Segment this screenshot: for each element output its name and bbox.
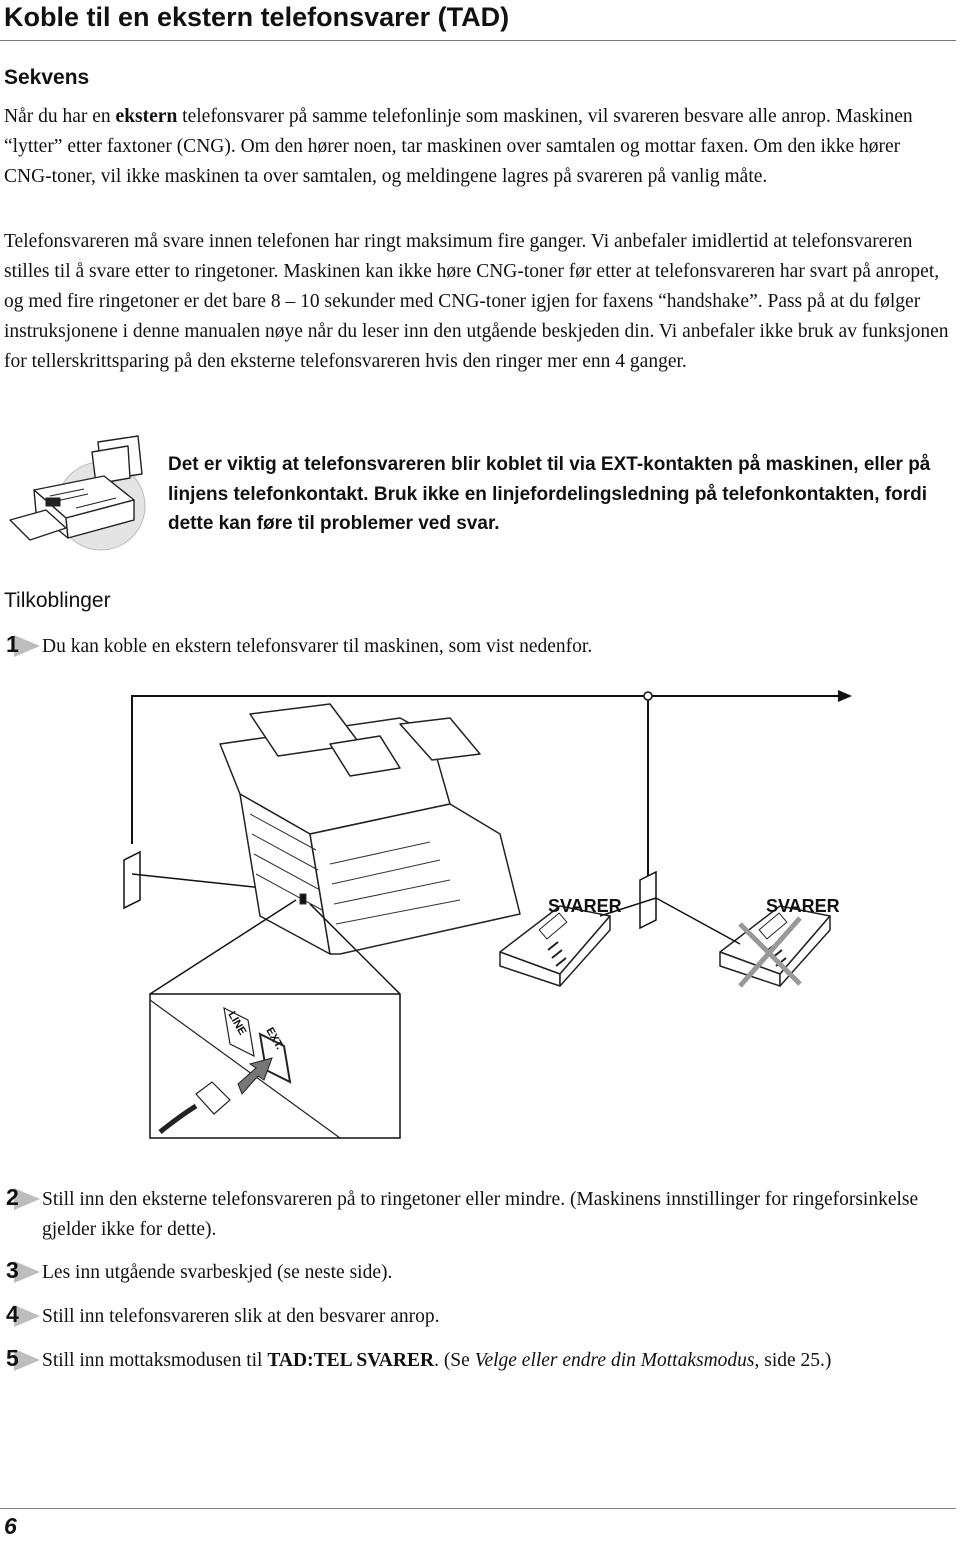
step-arrow-icon <box>14 1261 40 1283</box>
step-number: 3 <box>6 1257 19 1283</box>
svarer-label: SVARER <box>548 896 622 916</box>
svarer-crossed-label: SVARER <box>766 896 840 916</box>
step-arrow-icon <box>14 635 40 657</box>
step-text: Still inn den eksterne telefonsvareren p… <box>42 1189 919 1240</box>
step-number: 4 <box>6 1301 19 1327</box>
step-text-part: , side 25.) <box>754 1350 832 1371</box>
step-arrow-icon <box>14 1188 40 1210</box>
step-text: Still inn telefonsvareren slik at den be… <box>42 1306 440 1327</box>
step-text-part: . (Se <box>434 1350 475 1371</box>
title-divider <box>0 40 956 41</box>
page-number: 6 <box>4 1513 17 1539</box>
step-arrow-icon <box>14 1349 40 1371</box>
mode-name: TAD:TEL SVARER <box>267 1350 435 1371</box>
step-text: Les inn utgående svarbeskjed (se neste s… <box>42 1262 393 1283</box>
step-text: Still inn mottaksmodusen til TAD:TEL SVA… <box>42 1346 952 1376</box>
paragraph-text: Når du har en <box>4 106 116 127</box>
paragraph-sequence-2: Telefonsvareren må svare innen telefonen… <box>4 231 949 372</box>
section-heading-sekvens: Sekvens <box>4 66 90 89</box>
step-text: Du kan koble en ekstern telefonsvarer ti… <box>42 636 593 657</box>
paragraph-sequence-1: Når du har en ekstern telefonsvarer på s… <box>4 102 952 192</box>
section-heading-tilkoblinger: Tilkoblinger <box>4 589 111 612</box>
step-text-part: Still inn mottaksmodusen til <box>42 1350 268 1371</box>
connection-diagram-drawing: LINE EXT. <box>123 690 852 1139</box>
connection-diagram: LINE EXT. SVARER SVARER <box>100 684 860 1149</box>
paragraph-text: telefonsvarer på samme telefonlinje som … <box>4 106 913 187</box>
step-arrow-icon <box>14 1305 40 1327</box>
fax-machine-note-icon <box>6 434 156 559</box>
step-number: 5 <box>6 1345 19 1371</box>
important-note: Det er viktig at telefonsvareren blir ko… <box>168 454 931 534</box>
step-number: 2 <box>6 1184 19 1210</box>
page-title: Koble til en ekstern telefonsvarer (TAD) <box>4 2 510 32</box>
bold-term-ekstern: ekstern <box>115 106 178 127</box>
cross-reference: Velge eller endre din Mottaksmodus <box>474 1350 755 1371</box>
footer-divider <box>0 1508 956 1509</box>
step-number: 1 <box>6 631 19 657</box>
